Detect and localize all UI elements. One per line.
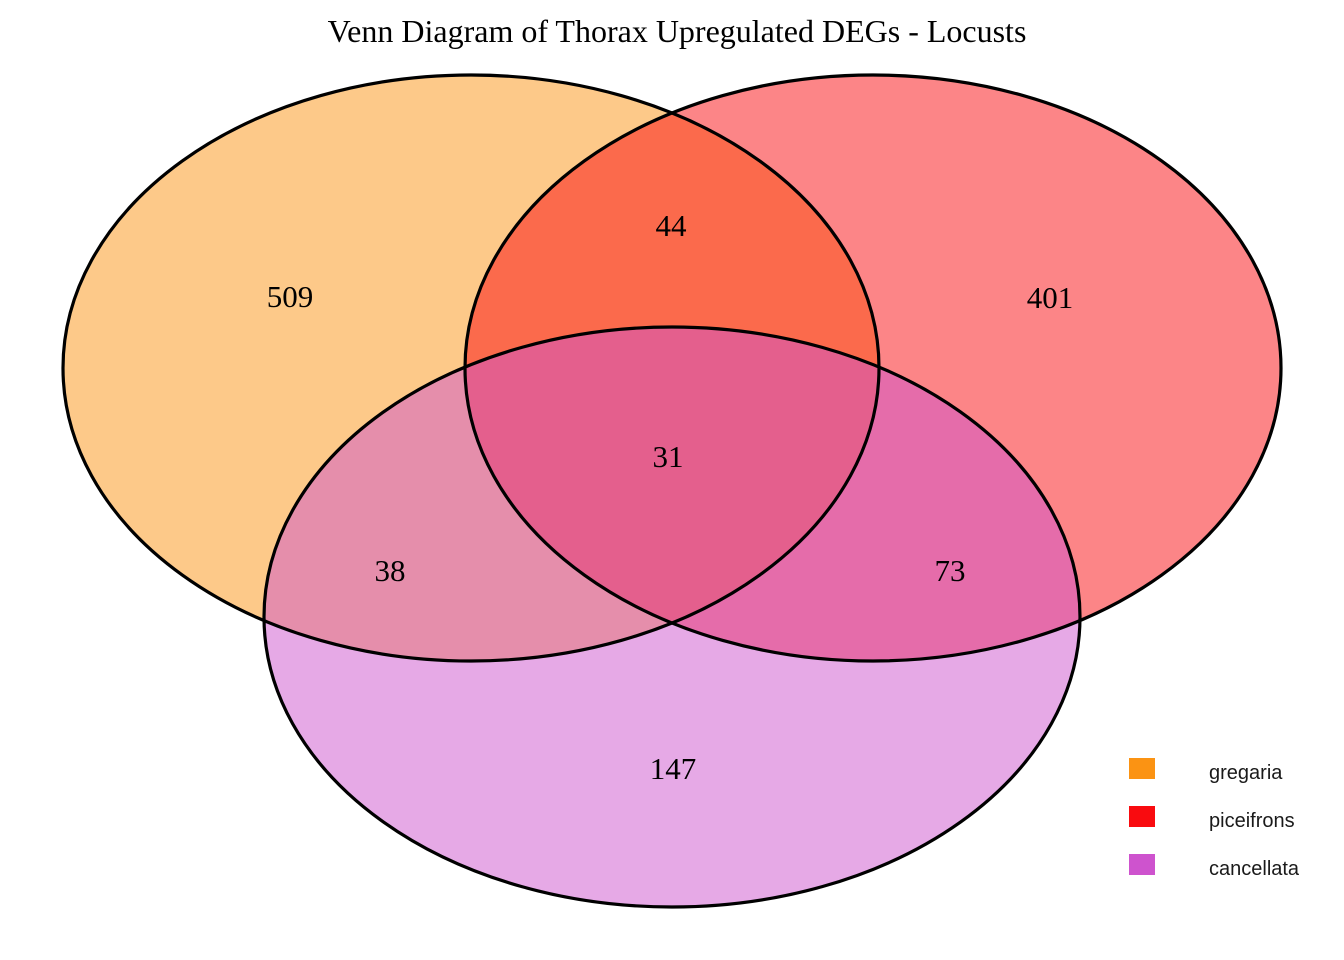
legend: gregaria piceifrons cancellata xyxy=(1129,758,1300,880)
cancellata-ellipse-fill xyxy=(264,327,1080,907)
count-cancellata-only: 147 xyxy=(650,751,697,786)
legend-label-cancellata: cancellata xyxy=(1209,858,1300,880)
legend-item-cancellata: cancellata xyxy=(1129,854,1300,880)
legend-swatch-gregaria xyxy=(1129,758,1155,779)
legend-item-piceifrons: piceifrons xyxy=(1129,806,1295,832)
legend-label-piceifrons: piceifrons xyxy=(1209,810,1295,832)
legend-swatch-cancellata xyxy=(1129,854,1155,875)
chart-title: Venn Diagram of Thorax Upregulated DEGs … xyxy=(328,13,1027,49)
legend-swatch-piceifrons xyxy=(1129,806,1155,827)
count-gregaria-only: 509 xyxy=(267,279,314,314)
venn-fills xyxy=(63,75,1281,907)
count-piceifrons-cancellata: 73 xyxy=(935,553,966,588)
legend-item-gregaria: gregaria xyxy=(1129,758,1283,784)
count-piceifrons-only: 401 xyxy=(1027,280,1074,315)
cancellata-ellipse-outline xyxy=(262,325,1082,909)
count-all-three: 31 xyxy=(653,439,684,474)
count-gregaria-cancellata: 38 xyxy=(375,553,406,588)
venn-outlines xyxy=(61,73,1283,909)
region-counts: 509 401 147 44 38 73 31 xyxy=(267,208,1074,786)
legend-label-gregaria: gregaria xyxy=(1209,762,1283,784)
count-gregaria-piceifrons: 44 xyxy=(656,208,688,243)
